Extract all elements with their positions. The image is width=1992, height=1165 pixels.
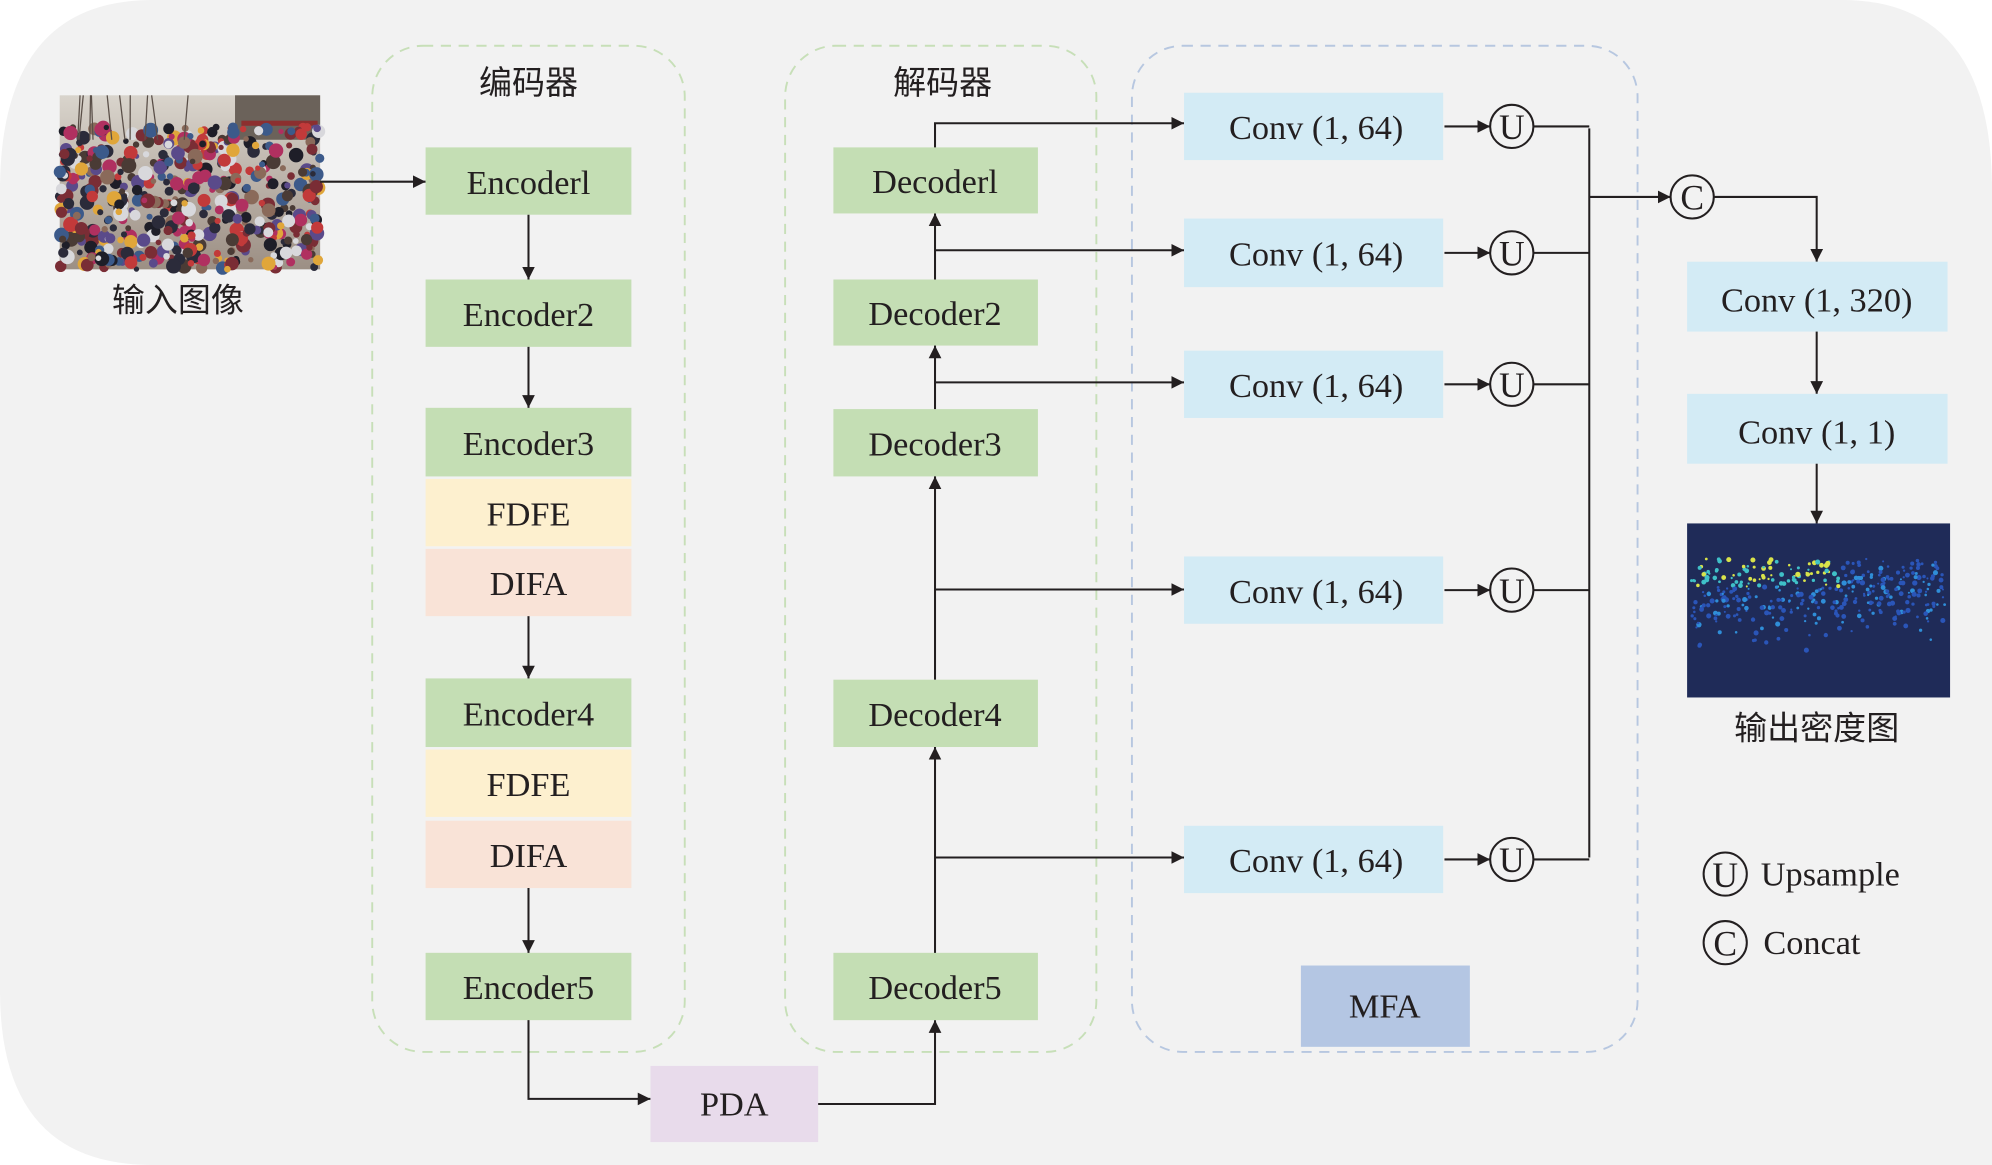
upsample-symbol: U [1499,234,1525,274]
encoder-block: Encoder3 [425,407,632,477]
upsample-symbol: U [1499,107,1525,147]
encoder-label: Encoder2 [463,296,594,334]
conv-1-320-block [1687,261,1948,332]
conv-1-64-branch: Conv (1, 64) U [1184,92,1590,161]
legend-concat-label: Concat [1763,924,1861,962]
decoder-group-border [784,44,1098,1053]
conv-1-64-label: Conv (1, 64) [1229,842,1403,880]
decoder-label: Decoder2 [868,295,1001,333]
legend-concat-symbol: C [1713,923,1737,963]
legend: U Upsample C Concat [1702,851,1900,966]
decoder-block: Decoderl [833,147,1038,214]
conv-1-320-label: Conv (1, 320) [1721,281,1912,319]
encoder-block: Encoder2 [425,279,632,347]
conv-1-64-block [1184,92,1444,161]
decoder-block: Decoder2 [833,279,1038,346]
mfa-group-border [1130,44,1639,1053]
conv-1-64-block [1184,825,1444,894]
conv-1-64-block [1184,218,1444,288]
encoder-label: Encoderl [467,164,591,202]
decoder-block: Decoder4 [833,679,1038,748]
upsample-symbol: U [1499,365,1525,405]
decoder-label: Decoder5 [868,969,1001,1007]
decoder-block: Decoder5 [833,952,1038,1021]
conv-1-64-branch: Conv (1, 64) U [1184,218,1590,288]
upsample-symbol: U [1499,571,1525,611]
encoder-group-border [371,44,686,1053]
decoder-label: Decoderl [872,163,998,201]
input-image-label: 输入图像 [112,280,244,319]
conv-1-64-label: Conv (1, 64) [1229,367,1403,405]
decoder-label: Decoder4 [868,696,1001,734]
output-density-map [1687,523,1951,698]
arrow-pda-to-decoder5 [818,1020,942,1106]
fdfe-label: FDFE [487,495,571,533]
difa-label: DIFA [490,837,568,875]
conv-1-64-branch: Conv (1, 64) U [1184,825,1590,894]
upsample-symbol: U [1499,840,1525,880]
arrow-encoder5-to-pda [527,1020,651,1106]
legend-upsample-symbol: U [1712,855,1738,895]
difa-block: DIFA [425,820,632,889]
conv-1-64-label: Conv (1, 64) [1229,573,1403,611]
difa-label: DIFA [490,565,568,603]
encoder-label: Encoder3 [463,425,594,463]
encoder-label: Encoder4 [463,695,594,733]
encoder-label: Encoder5 [463,969,594,1007]
difa-block: DIFA [425,548,632,617]
legend-upsample-icon [1702,851,1748,897]
encoder-block: Encoder5 [425,952,632,1021]
encoder-block: Encoder4 [425,678,632,748]
output-density-label: 输出密度图 [1734,708,1899,747]
encoder-block: Encoderl [425,147,632,215]
pda-label: PDA [700,1085,769,1123]
mfa-block [1300,965,1470,1047]
conv-1-64-label: Conv (1, 64) [1229,236,1403,274]
pda-block [650,1065,819,1143]
arrow-concat-to-conv320 [1713,195,1824,262]
fdfe-label: FDFE [487,766,571,804]
conv-1-64-block [1184,350,1444,418]
conv-1-1-block [1687,393,1948,464]
conv-1-1-label: Conv (1, 1) [1738,413,1895,451]
conv-1-64-label: Conv (1, 64) [1229,109,1403,147]
concat-symbol: C [1680,178,1704,218]
fdfe-block: FDFE [425,478,632,547]
conv-1-64-branch: Conv (1, 64) U [1184,556,1590,624]
mfa-label: MFA [1349,988,1421,1026]
legend-concat-icon [1702,920,1748,966]
conv-1-64-branch: Conv (1, 64) U [1184,350,1590,418]
fdfe-block: FDFE [425,749,632,817]
decoder-label: Decoder3 [868,425,1001,463]
input-image [53,95,326,275]
conv-1-64-block [1184,556,1444,624]
arrow-decoder1-to-conv1 [934,116,1185,148]
encoder-group-title: 编码器 [479,63,578,102]
decoder-group-title: 解码器 [893,63,992,102]
legend-upsample-label: Upsample [1761,855,1900,893]
decoder-block: Decoder3 [833,409,1038,477]
